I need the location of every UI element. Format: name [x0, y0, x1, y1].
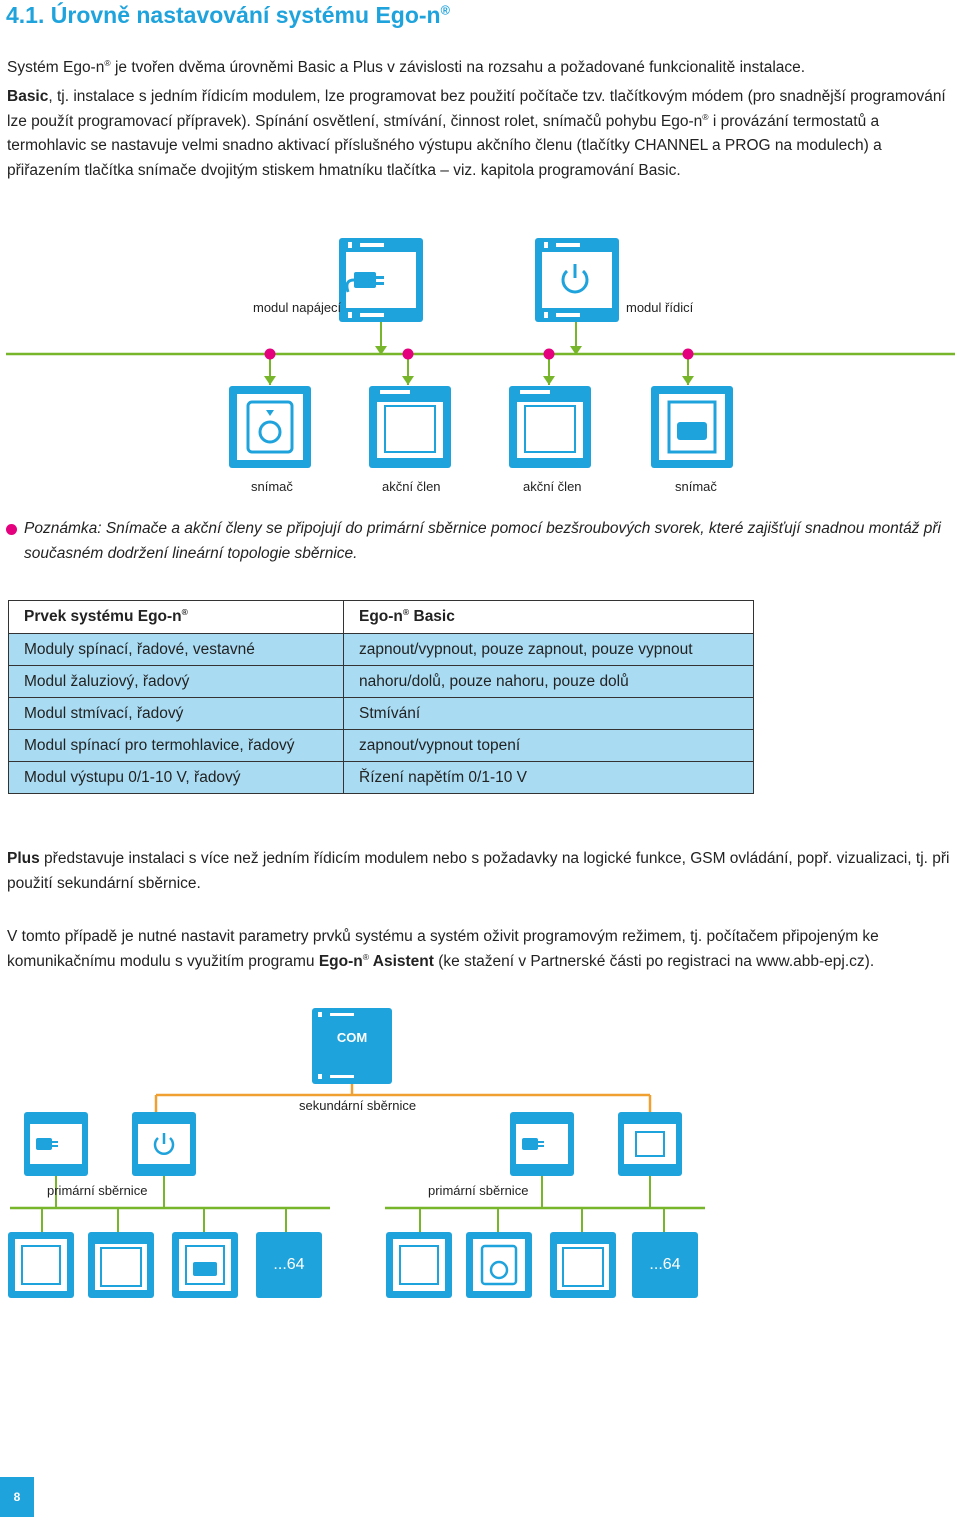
- actuator-module-icon: [369, 386, 451, 468]
- actuator-module-icon: [550, 1232, 616, 1298]
- basic-paragraph: Basic, tj. instalace s jedním řídicím mo…: [7, 88, 946, 179]
- sensor-icon: [8, 1232, 74, 1298]
- sensor-thermostat-icon: [229, 386, 311, 468]
- power-module-icon: [339, 238, 423, 322]
- table-header-cell: Prvek systému Ego-n®: [8, 600, 344, 634]
- note-bullet: [6, 524, 17, 535]
- actuator-module-icon: [509, 386, 591, 468]
- sensor-icon: [386, 1232, 452, 1298]
- plus-topology-diagram: [8, 1008, 705, 1298]
- table-header-cell: Ego-n® Basic: [343, 600, 754, 634]
- sensor-thermostat-icon: [466, 1232, 532, 1298]
- more-devices-box: [632, 1232, 698, 1298]
- control-module-icon: [132, 1112, 196, 1176]
- control-module-icon: [618, 1112, 682, 1176]
- label-secondary-bus: sekundární sběrnice: [299, 1098, 417, 1113]
- label-power-module: modul napájecí: [253, 300, 342, 315]
- actuator-module-icon: [88, 1232, 154, 1298]
- label-actuator-2: akční člen: [523, 479, 582, 494]
- label-actuator-1: akční člen: [382, 479, 441, 494]
- power-module-icon: [24, 1112, 88, 1176]
- label-primary-bus-1: primární sběrnice: [47, 1183, 148, 1198]
- label-primary-bus-2: primární sběrnice: [428, 1183, 529, 1198]
- page-title: 4.1. Úrovně nastavování systému Ego-n®: [6, 2, 450, 28]
- more-devices-count-2: ...64: [649, 1256, 681, 1273]
- com-label: COM: [336, 1030, 368, 1045]
- bus-node: [543, 348, 555, 360]
- note-text: Poznámka: Snímače a akční členy se připo…: [24, 520, 941, 562]
- intro-paragraph: Systém Ego-n® je tvořen dvěma úrovněmi B…: [7, 57, 806, 76]
- label-control-module: modul řídicí: [626, 300, 694, 315]
- plus-detail-paragraph: V tomto případě je nutné nastavit parame…: [7, 928, 879, 970]
- label-sensor-2: snímač: [675, 479, 717, 494]
- page-number: 8: [0, 1477, 34, 1517]
- control-module-icon: [535, 238, 619, 322]
- bus-node: [682, 348, 694, 360]
- label-sensor-1: snímač: [251, 479, 293, 494]
- com-module-icon: [312, 1008, 392, 1084]
- power-module-icon: [510, 1112, 574, 1176]
- more-devices-count-1: ...64: [273, 1256, 305, 1273]
- basic-topology-diagram: [6, 238, 955, 468]
- table-header-row: Prvek systému Ego-n® Ego-n® Basic: [8, 600, 754, 634]
- more-devices-box: [256, 1232, 322, 1298]
- plus-paragraph: Plus představuje instalaci s více než je…: [7, 850, 950, 892]
- bus-node: [402, 348, 414, 360]
- feature-table: Prvek systému Ego-n® Ego-n® Basic Moduly…: [8, 600, 754, 794]
- sensor-motion-icon: [651, 386, 733, 468]
- sensor-motion-icon: [172, 1232, 238, 1298]
- bus-node: [264, 348, 276, 360]
